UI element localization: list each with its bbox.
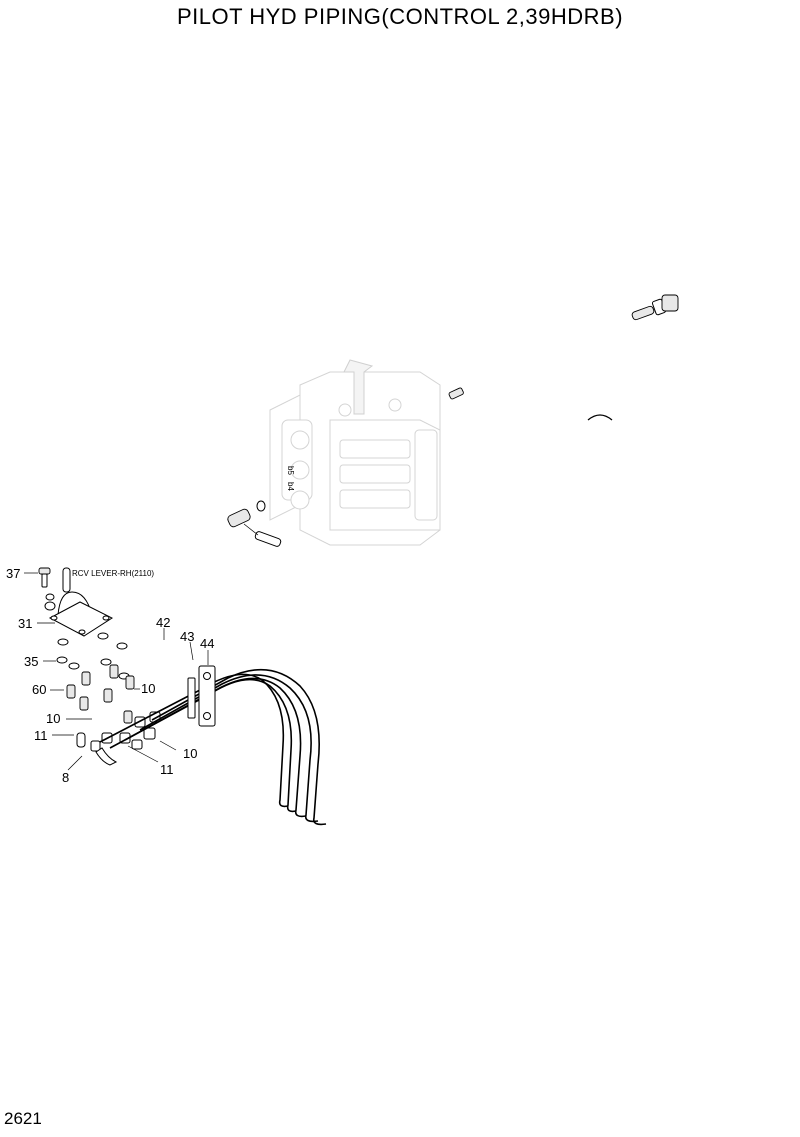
leader-lines bbox=[24, 572, 209, 771]
callout-8: 8 bbox=[62, 770, 69, 785]
hose-fittings bbox=[76, 711, 161, 766]
callout-10-lower: 10 bbox=[183, 746, 197, 761]
elbow-fitting-valve-left bbox=[227, 500, 282, 547]
valve-marking-b4: b4 bbox=[286, 482, 295, 491]
main-control-valve: b5 b4 bbox=[269, 359, 441, 546]
connectors bbox=[66, 664, 135, 724]
callout-11-lower: 11 bbox=[160, 762, 174, 777]
clamp-plate bbox=[187, 665, 216, 727]
callout-10-left: 10 bbox=[46, 711, 60, 726]
o-ring-arc bbox=[587, 414, 613, 421]
page-title: PILOT HYD PIPING(CONTROL 2,39HDRB) bbox=[176, 4, 624, 29]
callout-42: 42 bbox=[156, 615, 170, 630]
callout-43: 43 bbox=[180, 629, 194, 644]
callout-10-upper: 10 bbox=[141, 681, 155, 696]
elbow-fitting-upper-right bbox=[631, 294, 679, 321]
callout-35: 35 bbox=[24, 654, 38, 669]
o-rings bbox=[56, 632, 130, 680]
page-number: 2621 bbox=[4, 1109, 42, 1128]
pilot-hoses bbox=[99, 668, 327, 826]
callout-37: 37 bbox=[6, 566, 20, 581]
callout-11-left: 11 bbox=[34, 728, 48, 743]
small-fitting-valve-top bbox=[448, 387, 464, 400]
callout-31: 31 bbox=[18, 616, 32, 631]
callout-60: 60 bbox=[32, 682, 46, 697]
callout-rcv-lever: RCV LEVER-RH(2110) bbox=[72, 569, 154, 578]
rcv-lever-assembly bbox=[38, 567, 114, 637]
callout-44: 44 bbox=[200, 636, 214, 651]
valve-marking-b5: b5 bbox=[286, 466, 295, 475]
